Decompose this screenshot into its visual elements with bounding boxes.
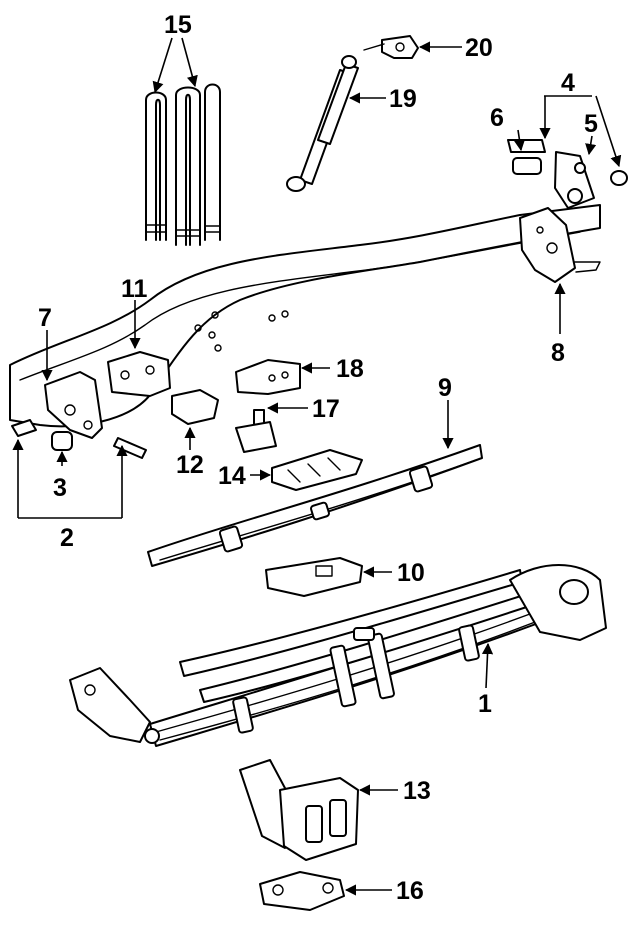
callout-1: 1 — [478, 690, 492, 718]
callout-2: 2 — [60, 524, 74, 552]
callout-3: 3 — [53, 474, 67, 502]
spring-plate — [265, 557, 363, 597]
front-spring-hanger — [44, 371, 103, 439]
hanger-bolt-and-bushing — [11, 419, 147, 459]
callout-5: 5 — [584, 110, 598, 138]
upper-bumper-bracket — [235, 359, 301, 395]
lower-leaf-spring-and-axle — [69, 564, 607, 747]
callout-12: 12 — [176, 451, 204, 479]
callout-7: 7 — [38, 304, 52, 332]
u-bolts — [145, 83, 221, 246]
callout-20: 20 — [465, 34, 493, 62]
rear-shackle-bracket — [519, 207, 601, 283]
callout-17: 17 — [312, 395, 340, 423]
spring-spacer — [271, 449, 363, 491]
jounce-bumper-bracket — [107, 351, 171, 397]
callout-18: 18 — [336, 355, 364, 383]
callout-14: 14 — [218, 462, 246, 490]
callout-10: 10 — [397, 559, 425, 587]
spring-seat-plate — [259, 871, 345, 911]
callout-16: 16 — [396, 877, 424, 905]
shackle-assembly — [507, 139, 628, 209]
shock-absorber — [286, 55, 359, 192]
callout-leaders — [12, 37, 622, 896]
shock-mount-bracket — [363, 35, 419, 59]
upper-leaf-spring — [147, 444, 483, 567]
jounce-bumper — [235, 409, 277, 453]
frame-rail — [9, 204, 601, 428]
callout-numbers: 15 20 19 4 6 5 8 11 7 18 17 12 14 9 3 2 … — [38, 11, 598, 905]
callout-6: 6 — [490, 104, 504, 132]
callout-19: 19 — [389, 85, 417, 113]
spring-seat — [239, 759, 359, 861]
bumper-clip — [171, 389, 219, 425]
callout-8: 8 — [551, 339, 565, 367]
callout-15: 15 — [164, 11, 192, 39]
callout-9: 9 — [438, 374, 452, 402]
callout-13: 13 — [403, 777, 431, 805]
callout-4: 4 — [561, 69, 575, 97]
callout-11: 11 — [121, 275, 148, 303]
